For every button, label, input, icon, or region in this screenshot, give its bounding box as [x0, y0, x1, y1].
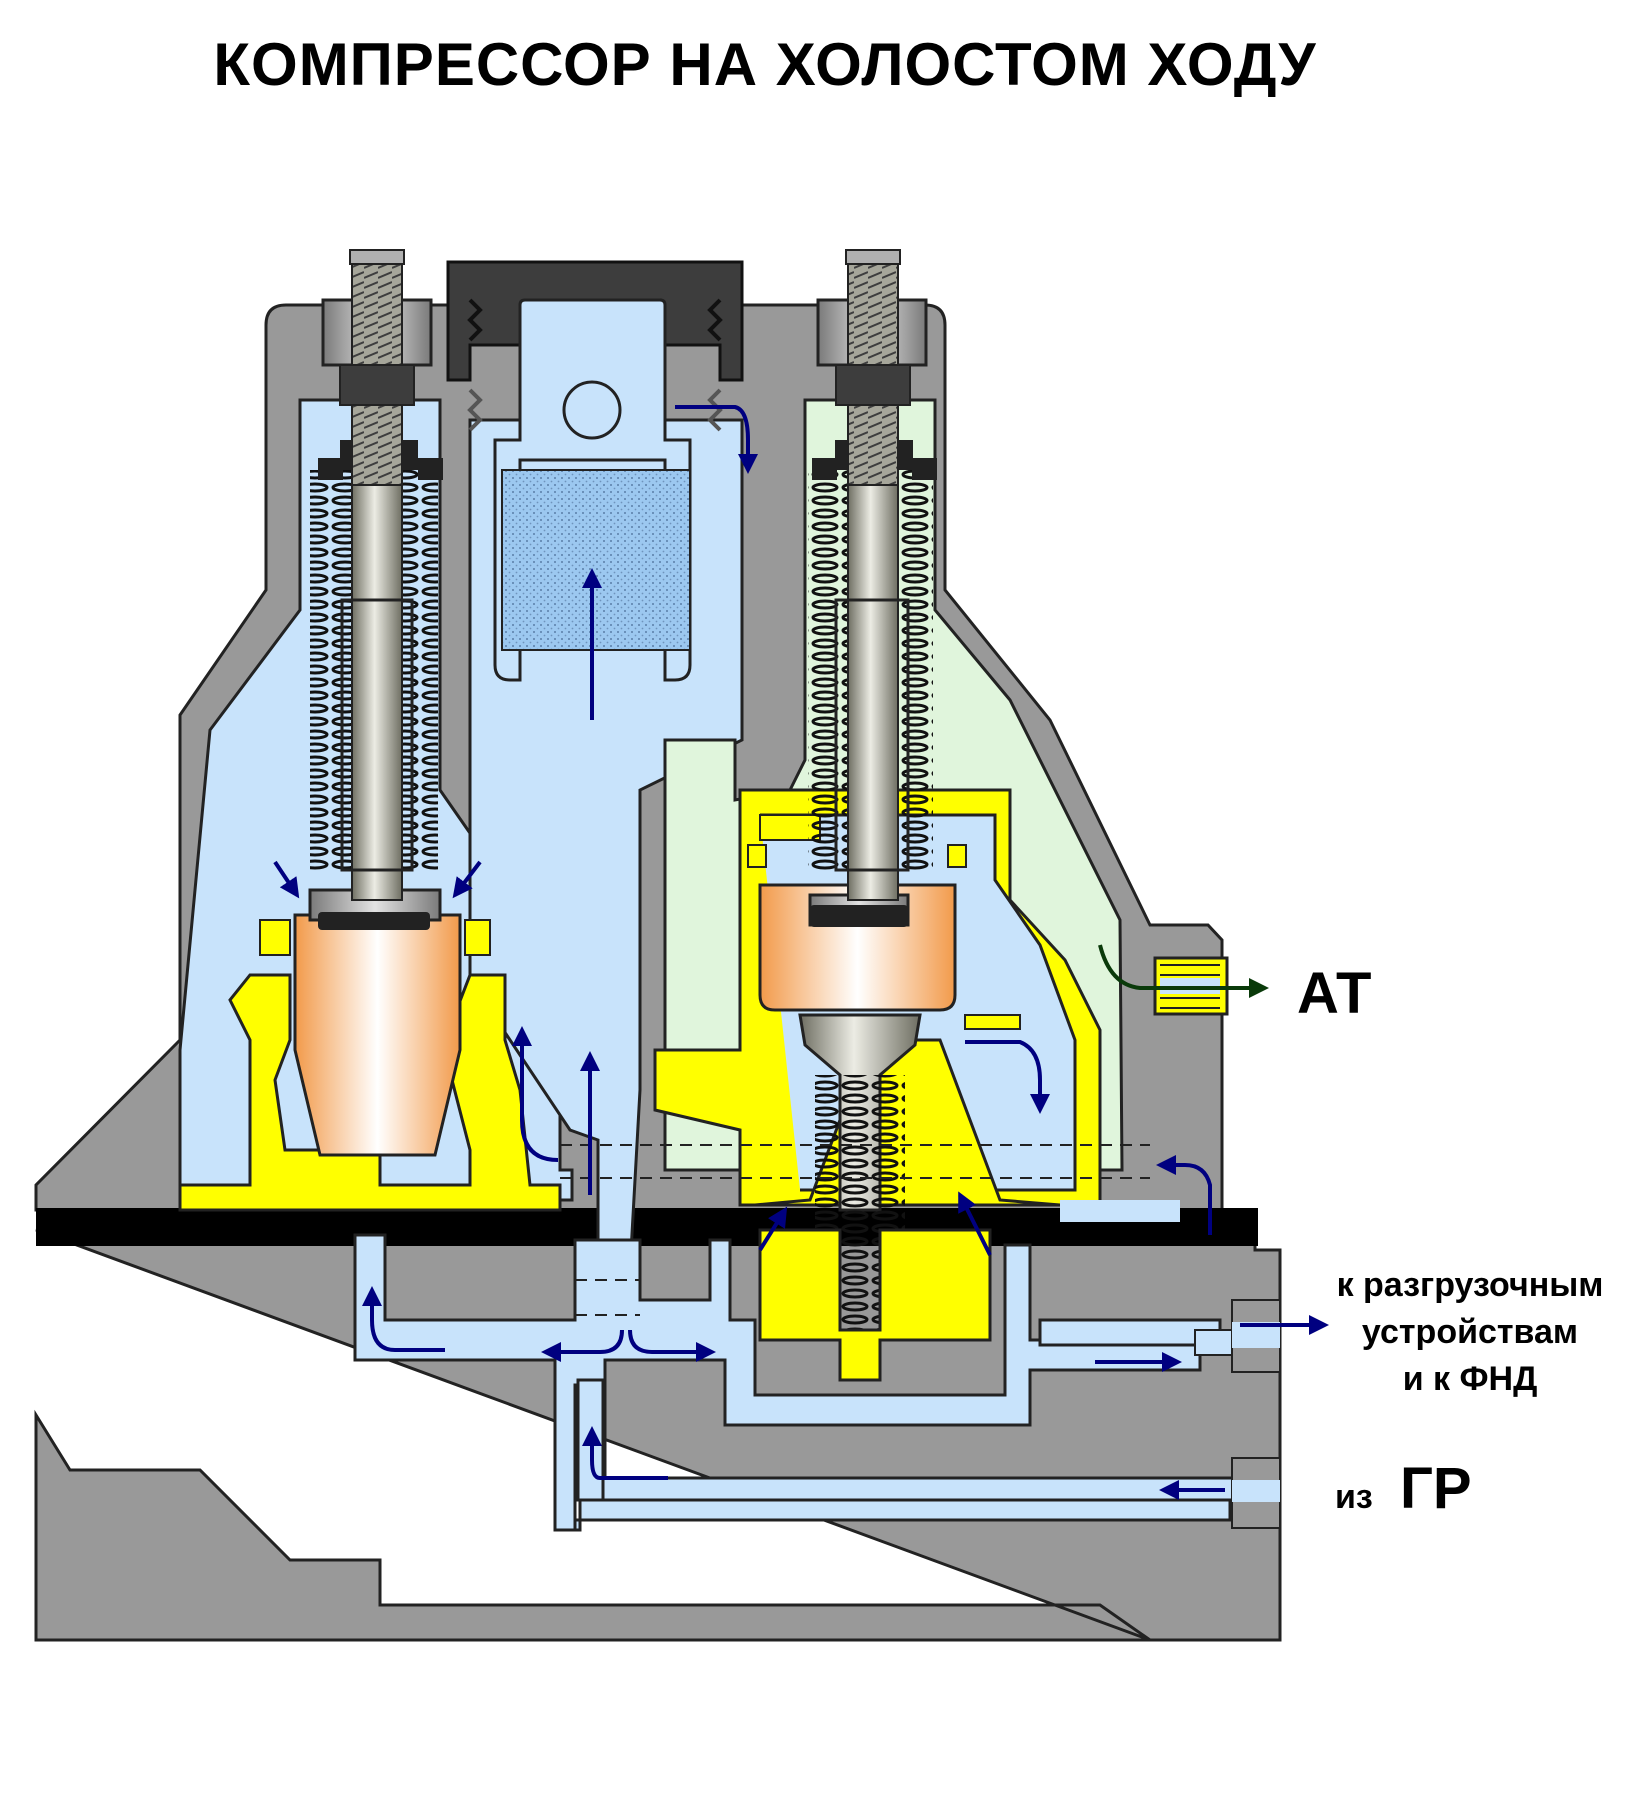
arrow-right-up — [1156, 1155, 1212, 1235]
filter-body — [493, 298, 692, 682]
filter-hole — [562, 380, 622, 440]
arrow-supply-up — [582, 1426, 668, 1480]
label-unloaders-line-2: устройствам — [1361, 1313, 1579, 1351]
right-seat-slot — [964, 1014, 1021, 1030]
left-valve-seat — [178, 973, 562, 1212]
label-unloaders: к разгрузочным устройствам и к ФНД — [1305, 1262, 1635, 1403]
arrow-split — [541, 1329, 624, 1362]
label-from-gr: ГР — [1400, 1456, 1472, 1521]
arrow-left-in-2 — [452, 860, 482, 899]
label-from-prefix: из — [1335, 1478, 1373, 1516]
label-unloaders-line-3: и к ФНД — [1402, 1360, 1538, 1398]
right-outlet-channel — [1060, 1200, 1180, 1222]
filter-element — [501, 469, 691, 651]
housing-base — [34, 1228, 1282, 1642]
arrow-right-down — [965, 1040, 1050, 1114]
arrow-left-lower — [362, 1286, 445, 1352]
lower-passage — [353, 1233, 1232, 1532]
gasket — [36, 1208, 1258, 1246]
flow-arrows — [273, 405, 1329, 1500]
hidden-channels — [560, 1144, 1150, 1316]
supply-channel — [576, 1476, 1240, 1502]
diagram-title: КОМПРЕССОР НА ХОЛОСТОМ ХОДУ — [213, 31, 1317, 98]
arrow-duct-up-2 — [512, 1026, 559, 1162]
arrow-right-seat-2 — [958, 1191, 992, 1256]
arrow-right-seat-1 — [758, 1206, 788, 1252]
label-unloaders-line-1: к разгрузочным — [1336, 1266, 1604, 1304]
label-at: АТ — [1297, 961, 1372, 1026]
left-piston — [293, 913, 462, 1157]
arrow-left-in-1 — [273, 860, 300, 899]
arrow-exhaust-at — [1098, 944, 1269, 998]
arrow-top-right — [675, 405, 758, 474]
